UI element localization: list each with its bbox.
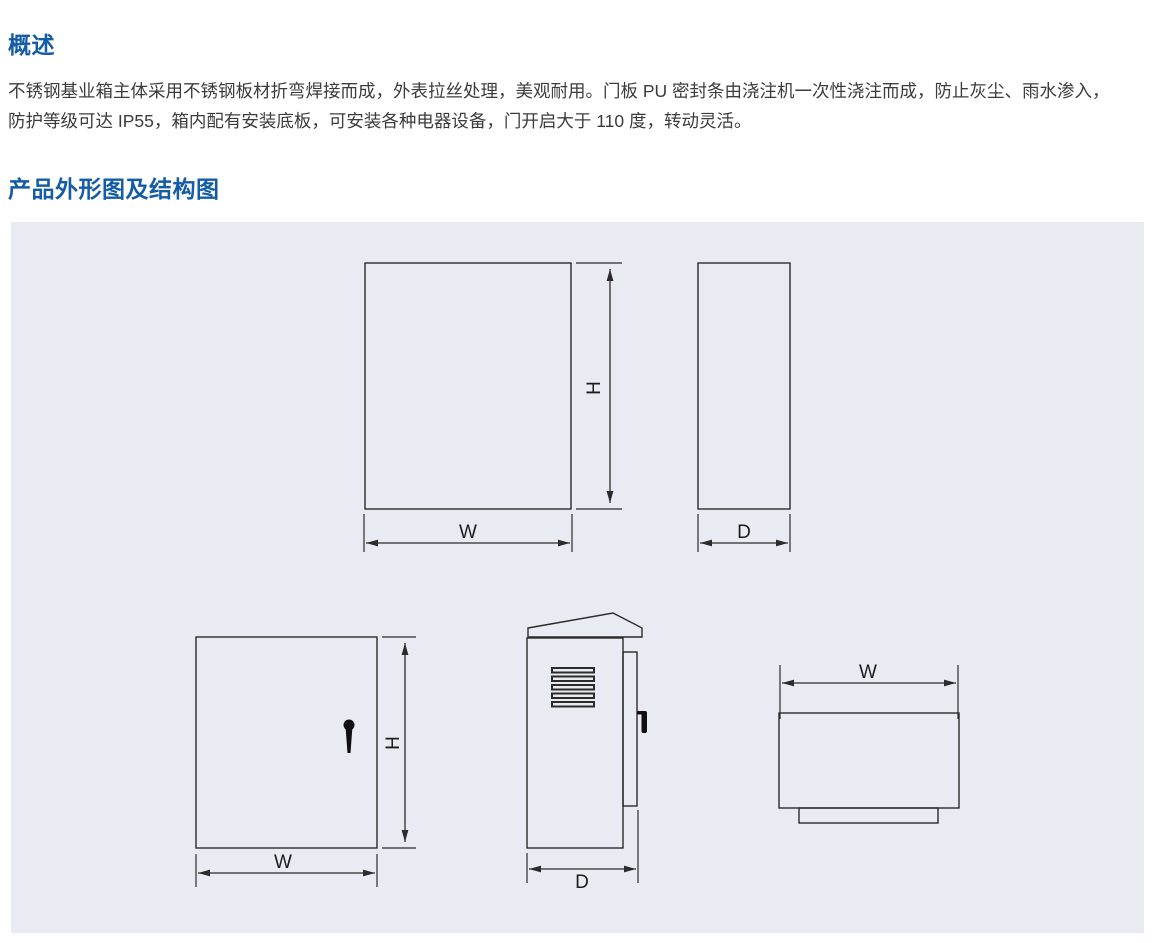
- top-view-width-extension-lines: [779, 665, 959, 719]
- hooded-side-view-depth-extension-lines: [526, 810, 639, 883]
- vent-grille: [551, 667, 595, 708]
- side-view-body: [697, 262, 791, 510]
- door-front-view-drawing: [195, 636, 416, 887]
- diagram-panel: H W D H W D W: [11, 222, 1144, 933]
- hooded-side-view-depth-label: D: [575, 872, 589, 893]
- top-view-door-protrusion: [798, 807, 939, 824]
- overview-paragraph: 不锈钢基业箱主体采用不锈钢板材折弯焊接而成，外表拉丝处理，美观耐用。门板 PU …: [0, 76, 1110, 136]
- side-view-depth-label: D: [737, 522, 751, 543]
- top-view-body: [778, 712, 960, 809]
- front-view-width-extension-lines: [363, 514, 573, 552]
- door-handle-icon: [637, 711, 647, 733]
- hooded-side-view-drawing: [526, 612, 647, 883]
- door-front-view-height-label: H: [383, 736, 404, 750]
- side-view-depth-extension-lines: [697, 514, 791, 552]
- door-front-view-height-extension-lines: [382, 636, 416, 849]
- door-front-view-width-extension-lines: [195, 854, 378, 887]
- top-view-drawing: [778, 665, 960, 824]
- overview-paragraph-line-2: 防护等级可达 IP55，箱内配有安装底板，可安装各种电器设备，门开启大于 110…: [8, 111, 752, 131]
- front-view-drawing: [363, 262, 622, 552]
- door-front-view-body: [195, 636, 378, 849]
- side-view-drawing: [697, 262, 791, 552]
- overview-heading: 概述: [8, 32, 55, 58]
- hooded-side-view-body: [526, 637, 624, 849]
- front-view-height-label: H: [584, 381, 605, 395]
- overview-paragraph-line-1: 不锈钢基业箱主体采用不锈钢板材折弯焊接而成，外表拉丝处理，美观耐用。门板 PU …: [8, 81, 1110, 101]
- side-door-panel: [622, 651, 638, 807]
- front-view-width-label: W: [459, 522, 477, 543]
- technical-drawings: H W D H W D W: [195, 262, 960, 893]
- front-view-body: [364, 262, 572, 510]
- door-front-view-width-label: W: [274, 852, 292, 873]
- diagrams-heading: 产品外形图及结构图: [8, 176, 220, 202]
- rain-hood-roof: [527, 612, 643, 638]
- top-view-width-label: W: [859, 662, 877, 683]
- front-view-height-extension-lines: [576, 262, 622, 510]
- keyhole-lock-icon: [343, 719, 355, 753]
